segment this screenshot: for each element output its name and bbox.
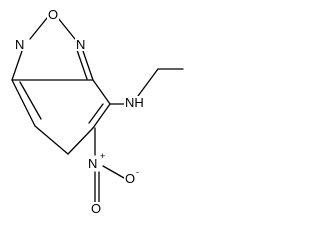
bond-nh-ch2 [137, 68, 159, 97]
atom-ring-nitrogen-left: N [14, 37, 26, 52]
bond-n-c-right [82, 50, 94, 81]
bond-n-o-left [29, 17, 48, 40]
atom-nitro-oxygen-bottom: O [90, 201, 103, 216]
bond-ring-bottom-left [34, 125, 69, 155]
atom-amine: NH [124, 95, 145, 110]
bond-o-n-right [57, 17, 76, 40]
bond-ring-right [92, 103, 111, 129]
atom-nitro-oxygen-right: O [124, 171, 137, 186]
bond-ring-left-double [19, 81, 42, 120]
bond-n-c-left [11, 50, 23, 81]
bond-ring-right-double [88, 103, 104, 124]
bond-ring-top-right [92, 79, 111, 105]
atom-ring-nitrogen-right: N [75, 37, 87, 52]
atom-nitro-nitrogen: N [87, 156, 99, 171]
bond-drawing [11, 17, 184, 206]
bond-n-o-right [102, 165, 125, 179]
bond-n-c-right-double [76, 49, 88, 80]
atom-ring-oxygen: O [47, 7, 60, 22]
charge-nitro-oxygen: - [136, 167, 139, 177]
bond-ring-bottom-right [67, 127, 94, 155]
chemical-structure: O N N NH N + O - O [11, 7, 184, 216]
bond-ring-left [11, 79, 36, 127]
charge-nitro-nitrogen: + [100, 151, 106, 161]
